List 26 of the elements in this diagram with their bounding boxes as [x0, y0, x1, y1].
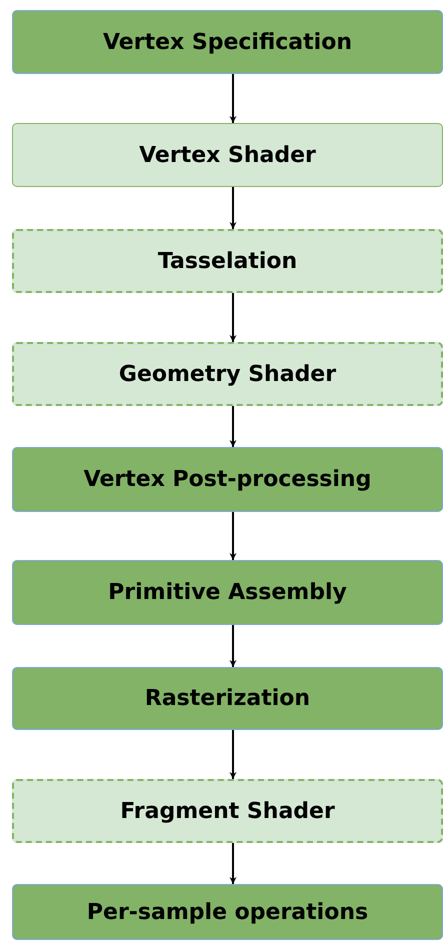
step-label: Vertex Specification: [102, 30, 352, 54]
arrow: [230, 406, 236, 447]
arrow: [230, 187, 236, 229]
step-label: Primitive Assembly: [108, 580, 347, 605]
arrow: [230, 293, 236, 342]
process-box: [12, 123, 443, 187]
step-label: Vertex Shader: [139, 142, 316, 168]
step-label: Per-sample operations: [86, 900, 368, 924]
process-box: [12, 560, 443, 625]
arrow: [230, 730, 236, 779]
arrow: [230, 74, 236, 123]
process-box: [12, 229, 443, 293]
arrow: [230, 843, 236, 884]
process-box: [12, 779, 443, 843]
process-box: [12, 667, 443, 730]
step-label: Tasselation: [158, 248, 298, 274]
process-box: [12, 342, 443, 406]
process-box: [12, 10, 443, 74]
step-label: Geometry Shader: [118, 362, 336, 386]
process-box: [12, 884, 443, 940]
step-label: Fragment Shader: [120, 798, 335, 824]
step-label: Vertex Post-processing: [84, 467, 372, 492]
arrow: [230, 625, 236, 667]
arrow: [230, 512, 236, 560]
step-label: Rasterization: [144, 686, 310, 711]
process-box: [12, 447, 443, 512]
